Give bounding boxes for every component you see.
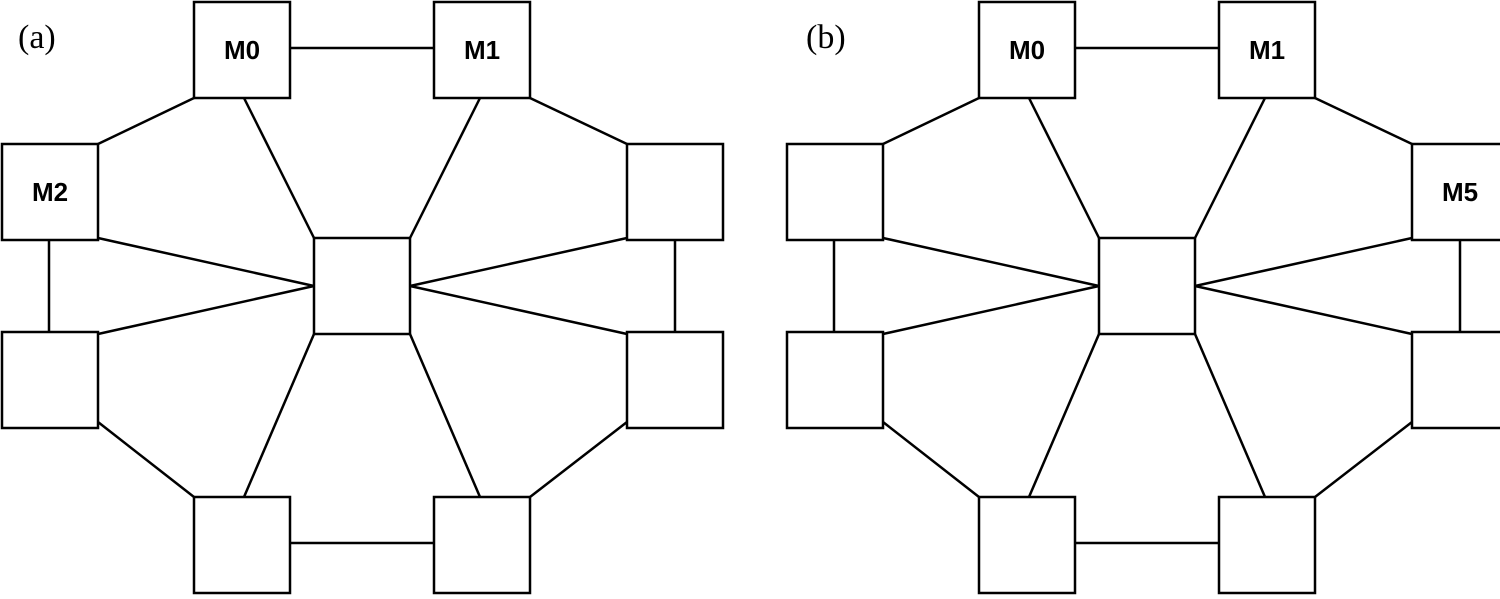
edge-7-8 — [1193, 333, 1267, 498]
node-top-left: M0 — [192, 0, 292, 100]
node-bottom-left — [977, 495, 1077, 595]
edge-4-8 — [97, 284, 315, 336]
node-left-lower — [0, 330, 100, 430]
edge-4-8 — [882, 284, 1100, 336]
node-left-upper — [785, 142, 885, 242]
panel-a-edges — [47, 46, 677, 545]
edge-6-8 — [242, 333, 316, 498]
panel-b-label: (b) — [806, 19, 846, 56]
node-right-lower — [625, 330, 725, 430]
node-box — [1410, 142, 1500, 242]
edge-1-3 — [1314, 96, 1413, 146]
edge-1-8 — [408, 97, 482, 239]
node-box — [192, 495, 292, 595]
node-box — [1097, 236, 1197, 336]
node-box — [192, 0, 292, 100]
edge-3-8 — [1194, 236, 1413, 288]
edge-1-3 — [529, 96, 628, 146]
node-label: M1 — [464, 35, 500, 65]
edge-0-2 — [882, 96, 980, 146]
node-box — [625, 330, 725, 430]
node-center — [1097, 236, 1197, 336]
edge-6-8 — [1027, 333, 1101, 498]
panel-a-label: (a) — [18, 19, 56, 56]
edge-0-2 — [97, 96, 195, 146]
node-box — [785, 142, 885, 242]
node-box — [432, 0, 532, 100]
node-box — [625, 142, 725, 242]
edge-4-6 — [882, 421, 980, 498]
edge-0-8 — [242, 97, 316, 239]
node-top-right: M1 — [432, 0, 532, 100]
node-bottom-right — [1217, 495, 1317, 595]
node-box — [977, 0, 1077, 100]
node-label: M0 — [224, 35, 260, 65]
node-box — [1217, 495, 1317, 595]
node-box — [977, 495, 1077, 595]
node-top-right: M1 — [1217, 0, 1317, 100]
edge-5-8 — [409, 284, 628, 336]
node-right-lower — [1410, 330, 1500, 430]
edge-1-8 — [1193, 97, 1267, 239]
node-box — [432, 495, 532, 595]
node-bottom-right — [432, 495, 532, 595]
node-box — [312, 236, 412, 336]
node-label: M1 — [1249, 35, 1285, 65]
edge-5-8 — [1194, 284, 1413, 336]
edge-7-8 — [408, 333, 482, 498]
edge-5-7 — [1314, 421, 1413, 498]
node-box — [0, 330, 100, 430]
panel-b-edges — [832, 46, 1462, 545]
node-label: M2 — [32, 177, 68, 207]
node-box — [785, 330, 885, 430]
edge-2-8 — [97, 236, 315, 288]
node-box — [1217, 0, 1317, 100]
edge-0-8 — [1027, 97, 1101, 239]
node-top-left: M0 — [977, 0, 1077, 100]
node-left-lower — [785, 330, 885, 430]
edge-3-8 — [409, 236, 628, 288]
node-left-upper: M2 — [0, 142, 100, 242]
node-box — [0, 142, 100, 242]
edge-5-7 — [529, 421, 628, 498]
node-box — [1410, 330, 1500, 430]
edge-2-8 — [882, 236, 1100, 288]
node-right-upper: M5 — [1410, 142, 1500, 242]
node-right-upper — [625, 142, 725, 242]
node-bottom-left — [192, 495, 292, 595]
node-center — [312, 236, 412, 336]
node-label: M5 — [1442, 177, 1478, 207]
edge-4-6 — [97, 421, 195, 498]
node-label: M0 — [1009, 35, 1045, 65]
